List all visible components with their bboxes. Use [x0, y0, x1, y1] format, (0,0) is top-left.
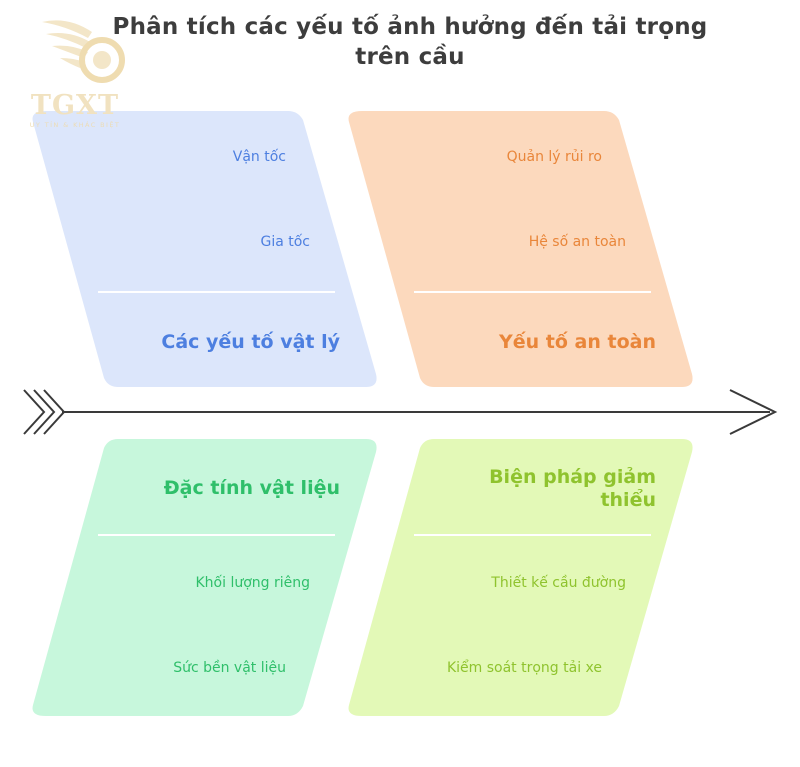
category-heading: Biện pháp giảm thiểu: [489, 466, 656, 511]
category-box-safety: [348, 111, 693, 387]
item-label: Gia tốc: [260, 234, 310, 250]
spine-arrow: [23, 389, 778, 435]
category-box-material: [32, 439, 377, 716]
category-box-physical: [32, 111, 377, 387]
item-label: Hệ số an toàn: [528, 234, 626, 250]
item-label: Kiểm soát trọng tải xe: [446, 660, 602, 676]
category-heading: Yếu tố an toàn: [499, 331, 656, 353]
item-label: Khối lượng riêng: [195, 575, 310, 591]
category-heading: Đặc tính vật liệu: [163, 477, 340, 499]
category-heading: Các yếu tố vật lý: [161, 331, 340, 353]
item-label: Thiết kế cầu đường: [491, 575, 626, 591]
item-label: Vận tốc: [232, 149, 286, 165]
logo-tagline: UY TÍN & KHÁC BIỆT: [29, 121, 121, 129]
item-label: Sức bền vật liệu: [173, 660, 286, 676]
brand-logo: TGXT UY TÍN & KHÁC BIỆT: [10, 12, 140, 132]
page-title: Phân tích các yếu tố ảnh hưởng đến tải t…: [112, 14, 708, 70]
item-label: Quản lý rủi ro: [506, 149, 602, 165]
wing-logo-icon: [42, 20, 125, 83]
category-box-mitigation: [348, 439, 693, 716]
logo-name: TGXT: [30, 90, 120, 121]
